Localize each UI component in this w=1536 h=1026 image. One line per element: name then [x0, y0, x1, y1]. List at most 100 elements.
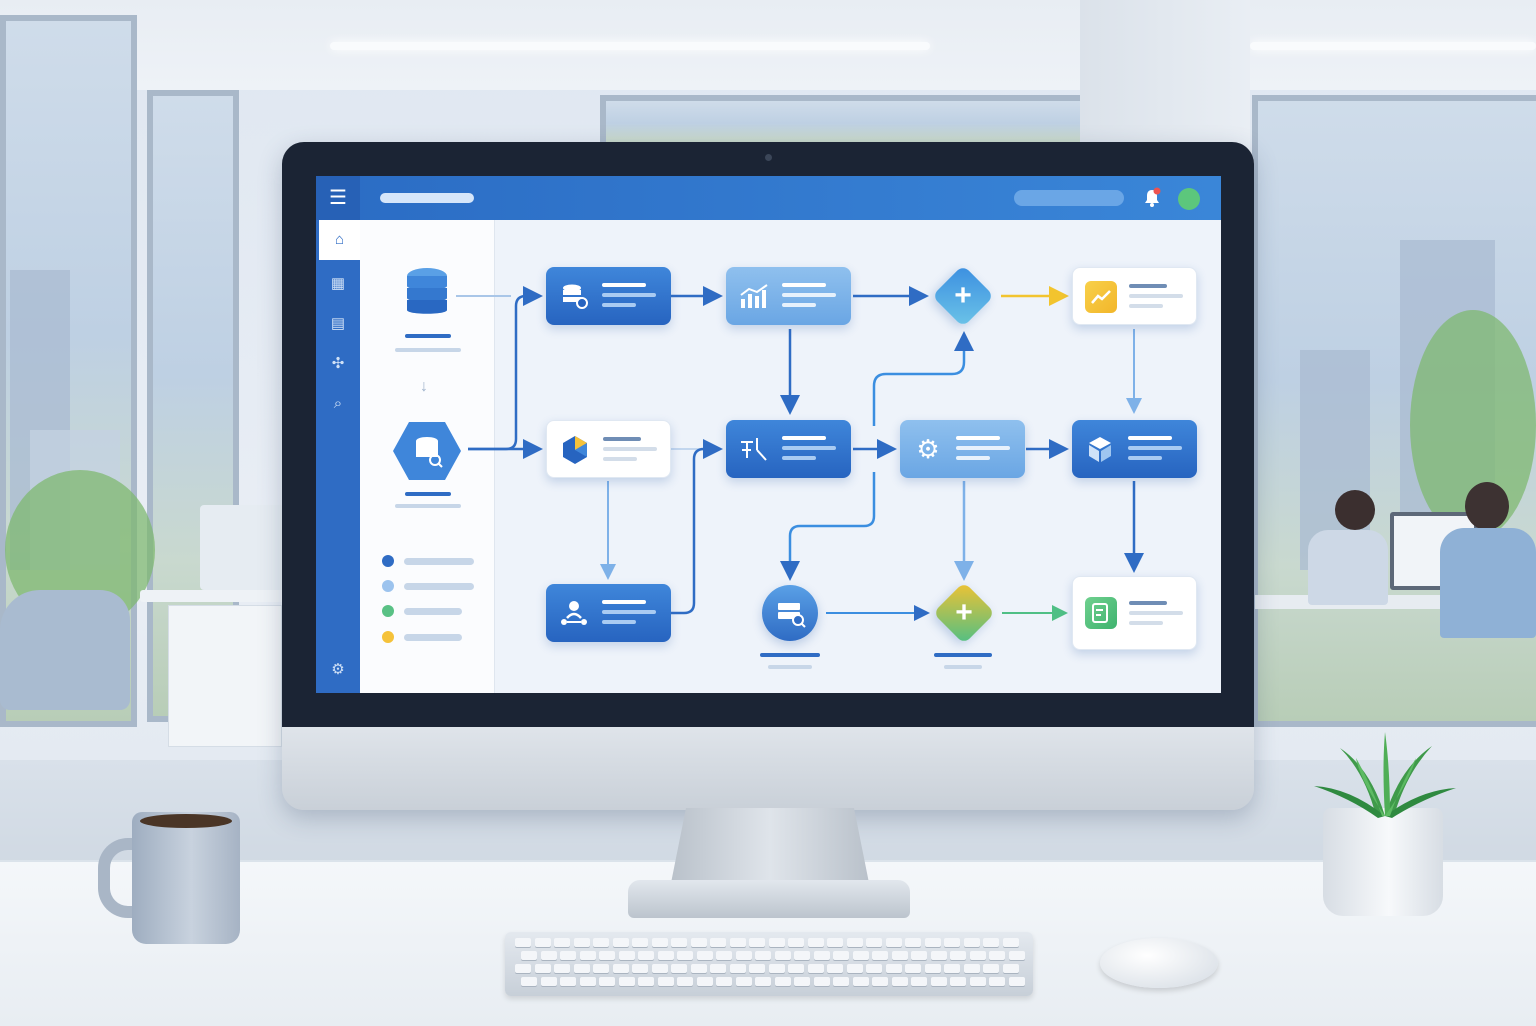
node-label-line: [1128, 456, 1162, 460]
node-caption: [944, 665, 982, 669]
plus-icon: +: [954, 279, 972, 312]
keyboard-key: [612, 938, 629, 947]
database-icon[interactable]: [403, 266, 451, 327]
workflow-node-model[interactable]: [1072, 420, 1197, 478]
workflow-node-report[interactable]: [1072, 576, 1197, 650]
node-label-line: [782, 293, 836, 297]
node-label-line: [1129, 621, 1163, 625]
node-label-line: [1128, 436, 1172, 440]
keyboard-key: [599, 977, 615, 986]
keyboard-key: [710, 938, 726, 947]
sidebar: [316, 220, 360, 693]
workflow-node-analytics[interactable]: [726, 267, 851, 325]
keyboard-key: [618, 951, 635, 960]
pie-chart-icon: [559, 434, 591, 466]
workflow-node-process[interactable]: ⚙: [900, 420, 1025, 478]
node-label-line: [1129, 304, 1163, 308]
keyboard-key: [944, 938, 960, 947]
menu-icon[interactable]: ☰: [316, 176, 360, 220]
workflow-node-database[interactable]: [546, 267, 671, 325]
avatar[interactable]: [1178, 188, 1200, 210]
bar-chart-icon: [738, 280, 770, 312]
keyboard-key: [813, 951, 830, 960]
keyboard-key: [632, 964, 648, 973]
keyboard-key: [807, 938, 824, 947]
search-icon[interactable]: ⌕: [333, 395, 343, 412]
node-label-line: [603, 437, 641, 441]
monitor-stand: [670, 808, 870, 888]
node-label-line: [1129, 284, 1167, 288]
legend-line: [404, 558, 474, 565]
keyboard-key: [534, 938, 551, 947]
ceiling-light: [330, 42, 930, 50]
keyboard-key: [618, 977, 635, 986]
keyboard-key: [813, 977, 830, 986]
keyboard-key: [944, 964, 960, 973]
keyboard-key: [710, 964, 726, 973]
keyboard-key: [774, 977, 791, 986]
keyboard-key: [872, 951, 888, 960]
keyboard-key: [657, 977, 674, 986]
keyboard-key: [852, 977, 869, 986]
node-label-line: [1129, 611, 1183, 615]
keyboard-key: [716, 977, 732, 986]
gear-icon: ⚙: [916, 433, 940, 464]
node-label-line: [782, 446, 836, 450]
workflow-node-segment[interactable]: [546, 420, 671, 478]
keyboard-key: [735, 977, 752, 986]
keyboard-key: [593, 964, 609, 973]
keyboard-key: [924, 964, 941, 973]
node-label-line: [602, 620, 636, 624]
node-label-line: [1129, 601, 1167, 605]
node-label-line: [782, 456, 816, 460]
gear-icon[interactable]: ⚙: [331, 661, 345, 678]
keyboard-key: [696, 977, 713, 986]
database-hexagon-icon[interactable]: [392, 420, 462, 487]
keyboard-key: [579, 951, 596, 960]
grid-icon[interactable]: ▦: [330, 275, 346, 292]
node-label-line: [602, 283, 646, 287]
search-input[interactable]: [1014, 190, 1124, 206]
keyboard-key: [872, 977, 888, 986]
network-icon[interactable]: ✣: [331, 355, 345, 372]
keyboard-key: [612, 964, 629, 973]
decision-node-merge[interactable]: +: [931, 264, 995, 328]
succulent-plant: [1314, 732, 1456, 818]
keyboard-key: [729, 938, 746, 947]
keyboard-key: [554, 964, 570, 973]
keyboard-key: [593, 938, 609, 947]
workflow-node-trend[interactable]: [1072, 267, 1197, 325]
keyboard-key: [911, 951, 927, 960]
keyboard-key: [983, 938, 999, 947]
keyboard-key: [671, 964, 687, 973]
keyboard-key: [1002, 964, 1019, 973]
keyboard-key: [833, 951, 849, 960]
node-label-line: [603, 447, 657, 451]
server-search-icon: [778, 603, 806, 628]
decision-node-branch[interactable]: +: [932, 581, 996, 645]
card-icon[interactable]: ▤: [330, 315, 346, 332]
node-label-line: [602, 600, 646, 604]
bell-icon[interactable]: [1142, 187, 1162, 209]
keyboard-key: [677, 951, 693, 960]
person-head: [1335, 490, 1375, 530]
keyboard-key: [755, 951, 771, 960]
keyboard-key: [807, 964, 824, 973]
workflow-node-users[interactable]: [546, 584, 671, 642]
keyboard-key: [651, 938, 668, 947]
node-label-line: [602, 610, 656, 614]
home-icon[interactable]: ⌂: [316, 220, 360, 260]
keyboard-key: [989, 951, 1005, 960]
server-search-node[interactable]: [762, 585, 818, 641]
keyboard-key: [735, 951, 752, 960]
keyboard-key: [554, 938, 570, 947]
workflow-node-filter[interactable]: [726, 420, 851, 478]
keyboard-key: [905, 938, 921, 947]
arrow-down-icon: ↓: [420, 378, 428, 395]
keyboard-key: [716, 951, 732, 960]
legend-dot-green: [382, 605, 394, 617]
keyboard-key: [911, 977, 927, 986]
keyboard-key: [788, 964, 804, 973]
cube-icon: [1084, 433, 1116, 465]
keyboard-key: [827, 938, 843, 947]
